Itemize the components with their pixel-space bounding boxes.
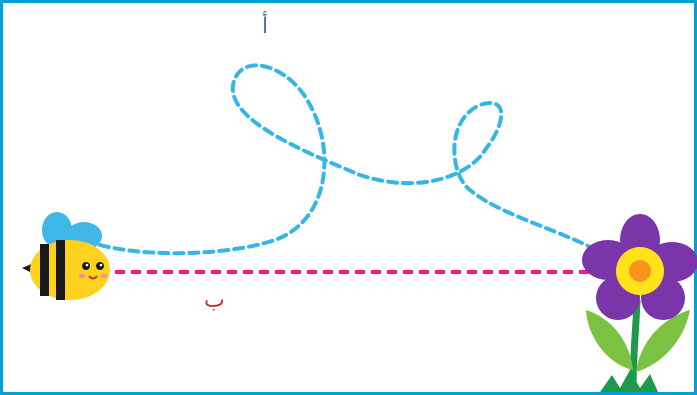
bee-mouth xyxy=(88,275,98,280)
bee-eye-shine xyxy=(85,263,89,267)
bee-cheek xyxy=(78,274,86,278)
flower-leaf xyxy=(586,310,633,370)
flower-center xyxy=(629,260,651,282)
flower-leaf xyxy=(636,310,690,372)
path-a-label: أ xyxy=(262,14,269,39)
bee-wing-left xyxy=(42,212,72,248)
bee-eye xyxy=(82,262,90,270)
bee-eye xyxy=(96,262,104,270)
path-b-label: ب xyxy=(204,288,225,313)
bee-stripe xyxy=(40,244,49,296)
flower-grass xyxy=(600,370,658,392)
bee-stripe xyxy=(56,240,65,300)
bee-body xyxy=(30,240,110,300)
bee-cheek xyxy=(100,274,108,278)
path-a-dashed-line xyxy=(98,63,602,256)
bee-eye-shine xyxy=(99,263,103,267)
bee-icon xyxy=(22,212,110,300)
flower-icon xyxy=(582,214,697,392)
